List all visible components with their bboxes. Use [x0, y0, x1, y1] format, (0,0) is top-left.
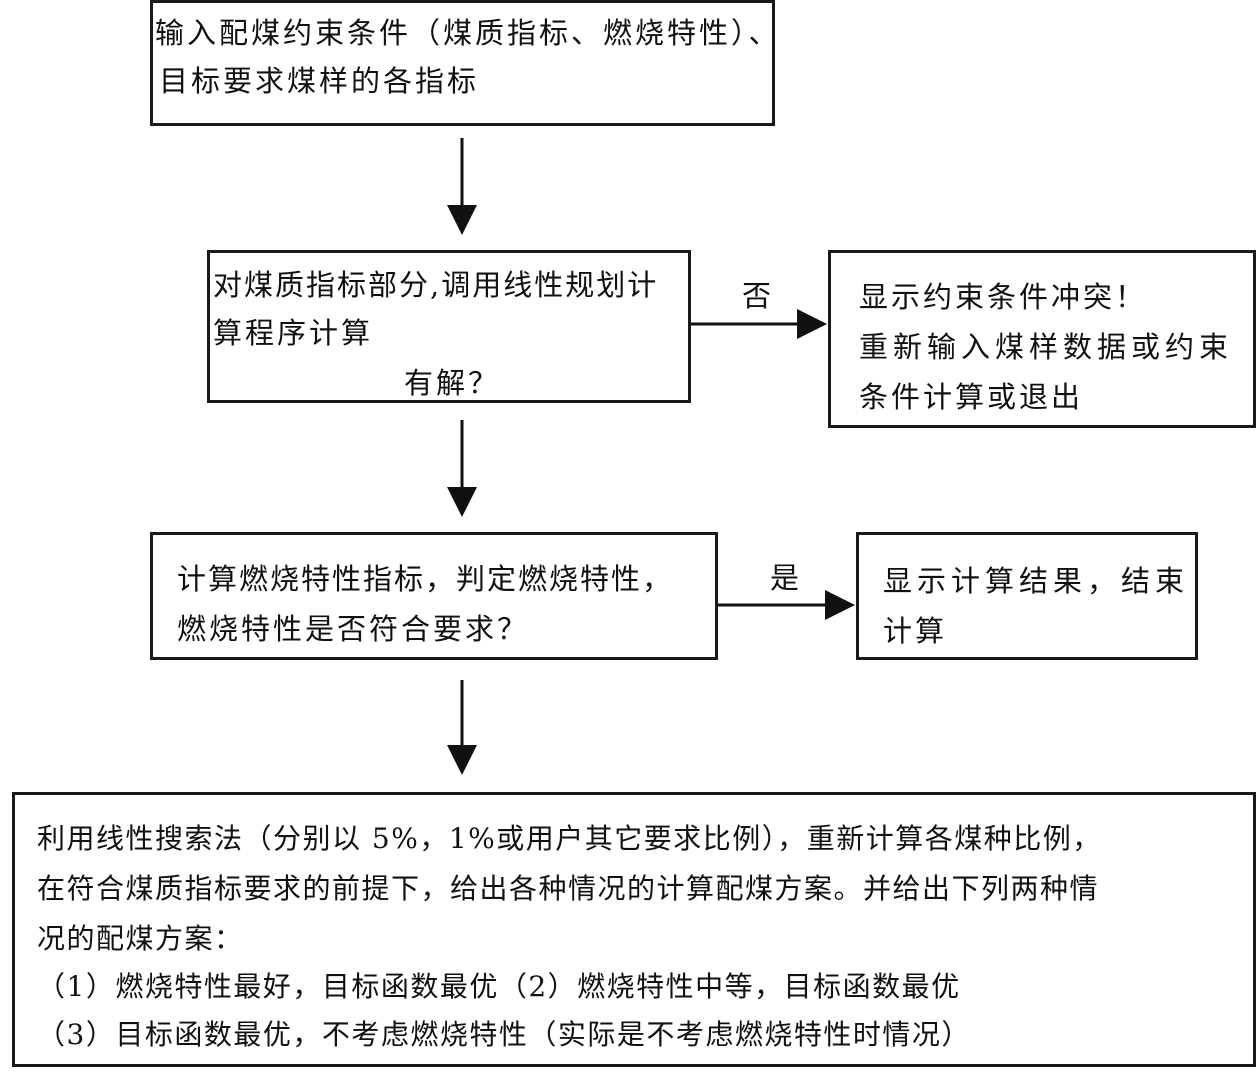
- combustion-line-2: 燃烧特性是否符合要求？: [177, 612, 530, 646]
- conflict-box: 显示约束条件冲突！ 重新输入煤样数据或约束 条件计算或退出: [828, 250, 1256, 428]
- lp-line-1: 对煤质指标部分,调用线性规划计: [213, 268, 659, 302]
- conflict-line-3: 条件计算或退出: [859, 380, 1084, 414]
- result-line-2: 计算: [883, 614, 948, 648]
- search-line-4: （1）燃烧特性最好，目标函数最优（2）燃烧特性中等，目标函数最优: [37, 970, 961, 1003]
- lp-question: 有解？: [404, 366, 501, 400]
- lp-line-2: 算程序计算: [213, 316, 374, 350]
- search-line-1: 利用线性搜索法（分别以 5%，1%或用户其它要求比例），重新计算各煤种比例，: [37, 822, 1102, 855]
- search-line-3: 况的配煤方案：: [37, 922, 244, 955]
- lp-box: 对煤质指标部分,调用线性规划计 算程序计算 有解？: [207, 250, 691, 403]
- result-line-1: 显示计算结果，结束: [883, 564, 1190, 598]
- no-label: 否: [742, 279, 772, 313]
- combustion-line-1: 计算燃烧特性指标，判定燃烧特性，: [177, 562, 674, 596]
- input-line-2: 目标要求煤样的各指标: [159, 64, 480, 98]
- conflict-line-1: 显示约束条件冲突！: [859, 280, 1148, 314]
- input-line-1: 输入配煤约束条件（煤质指标、燃烧特性）、: [155, 16, 781, 50]
- search-line-5: （3）目标函数最优，不考虑燃烧特性（实际是不考虑燃烧特性时情况）: [37, 1018, 971, 1051]
- yes-label: 是: [770, 561, 800, 595]
- input-box: 输入配煤约束条件（煤质指标、燃烧特性）、 目标要求煤样的各指标: [150, 0, 778, 126]
- search-line-2: 在符合煤质指标要求的前提下，给出各种情况的计算配煤方案。并给出下列两种情: [37, 872, 1100, 905]
- result-box: 显示计算结果，结束 计算: [856, 532, 1198, 660]
- search-box: 利用线性搜索法（分别以 5%，1%或用户其它要求比例），重新计算各煤种比例， 在…: [12, 792, 1256, 1067]
- conflict-line-2: 重新输入煤样数据或约束: [859, 330, 1234, 364]
- combustion-box: 计算燃烧特性指标，判定燃烧特性， 燃烧特性是否符合要求？: [150, 532, 718, 660]
